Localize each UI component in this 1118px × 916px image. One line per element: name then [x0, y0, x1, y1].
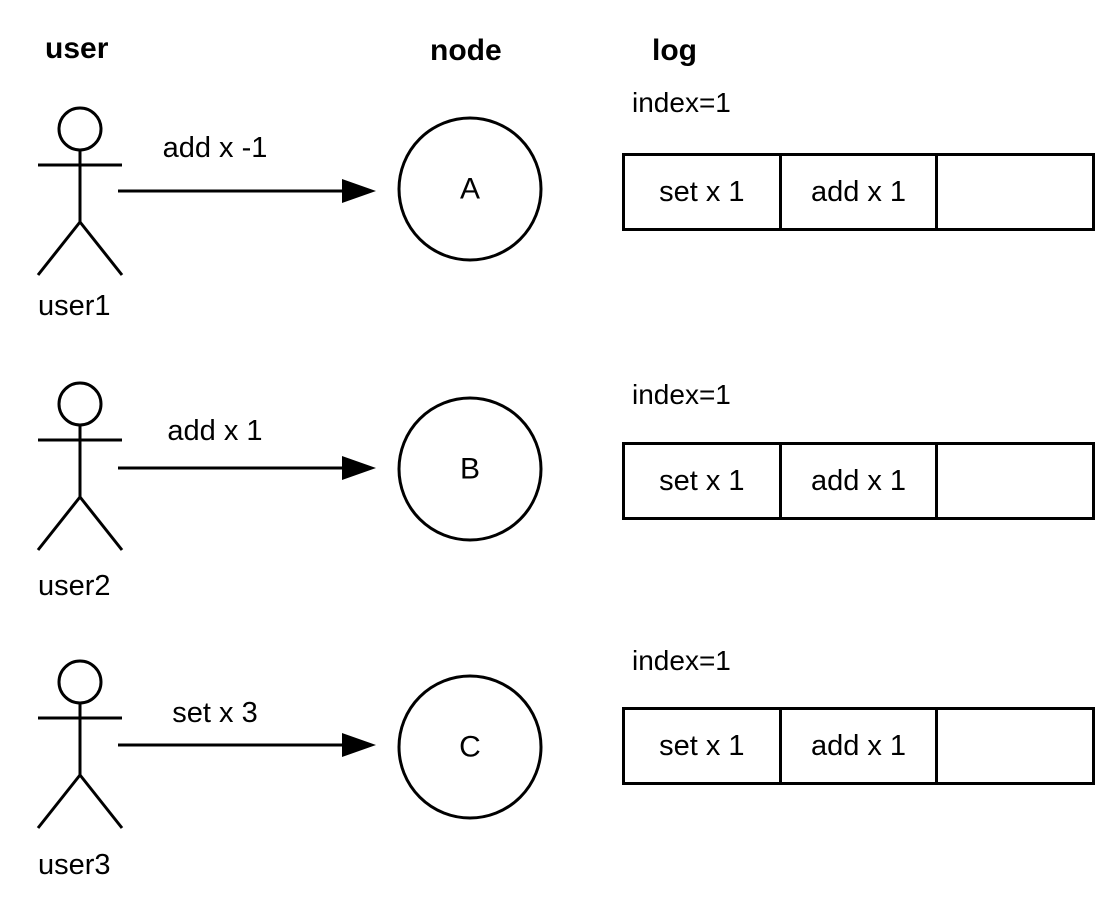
log-entry-cell: set x 1: [625, 445, 782, 517]
node-circle-c: C: [397, 674, 543, 820]
node-outline: [397, 396, 543, 542]
figure-left-leg: [36, 496, 82, 551]
node-circle-a: A: [397, 116, 543, 262]
log-entry-cell: set x 1: [625, 156, 782, 228]
log-entry-cell: add x 1: [782, 710, 939, 782]
arrow-icon: [118, 456, 376, 480]
command-label: add x -1: [162, 132, 268, 164]
column-header-log: log: [652, 34, 697, 67]
log-table: set x 1 add x 1: [622, 707, 1095, 785]
log-table: set x 1 add x 1: [622, 442, 1095, 520]
arrow-head: [342, 456, 376, 480]
column-header-node: node: [430, 34, 502, 67]
figure-head: [57, 659, 103, 705]
figure-right-leg: [78, 774, 124, 829]
node-letter: C: [459, 731, 481, 764]
log-entry-cell: add x 1: [782, 445, 939, 517]
figure-head: [57, 381, 103, 427]
node-letter: A: [460, 173, 480, 206]
figure-right-leg: [78, 496, 124, 551]
figure-head: [57, 106, 103, 152]
figure-left-leg: [36, 774, 82, 829]
log-index-label: index=1: [632, 645, 731, 676]
command-label: set x 3: [172, 697, 258, 729]
log-entry-cell: add x 1: [782, 156, 939, 228]
log-entry-cell-empty: [938, 710, 1092, 782]
arrow-head: [342, 733, 376, 757]
node-outline: [397, 116, 543, 262]
user-name-label: user2: [38, 570, 111, 602]
node-outline: [397, 674, 543, 820]
stick-figure-user2-icon: [36, 381, 124, 551]
node-circle-b: B: [397, 396, 543, 542]
log-entry-cell-empty: [938, 445, 1092, 517]
stick-figure-user3-icon: [36, 659, 124, 829]
log-entry-cell-empty: [938, 156, 1092, 228]
log-index-label: index=1: [632, 379, 731, 410]
user-name-label: user1: [38, 290, 111, 322]
node-letter: B: [460, 453, 480, 486]
log-entry-cell: set x 1: [625, 710, 782, 782]
figure-right-leg: [78, 221, 124, 276]
command-label: add x 1: [167, 415, 263, 447]
figure-left-leg: [36, 221, 82, 276]
stick-figure-user1-icon: [36, 106, 124, 276]
user-name-label: user3: [38, 849, 111, 881]
log-table: set x 1 add x 1: [622, 153, 1095, 231]
arrow-icon: [118, 179, 376, 203]
arrow-head: [342, 179, 376, 203]
arrow-icon: [118, 733, 376, 757]
column-header-user: user: [45, 32, 109, 65]
log-index-label: index=1: [632, 87, 731, 118]
